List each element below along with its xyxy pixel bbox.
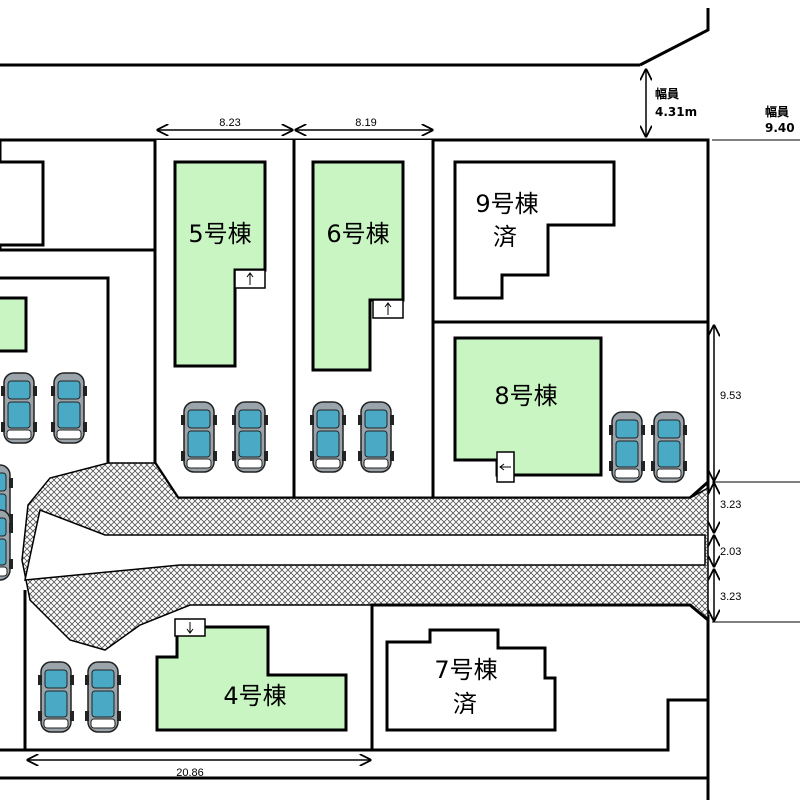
house-9 <box>453 160 616 300</box>
dimension-lines <box>28 70 800 760</box>
lot6-width-label: 8.19 <box>355 117 376 129</box>
house-6 <box>311 160 405 372</box>
car-icon <box>608 411 646 483</box>
road-2-title: 幅員 <box>765 104 789 119</box>
car-icon <box>0 372 38 444</box>
building-9-sold-label: 済 <box>493 223 517 251</box>
entrance-5-icon <box>234 269 266 289</box>
car-icon <box>309 401 347 473</box>
road-median-label: 2.03 <box>720 546 741 558</box>
entrance-6-icon <box>372 299 404 319</box>
car-icon <box>37 661 75 733</box>
left-lots <box>0 140 155 463</box>
building-8-label: 8号棟 <box>494 382 557 410</box>
building-6-label: 6号棟 <box>326 220 389 248</box>
entrance-4-icon <box>174 618 206 637</box>
road-1-title: 幅員 <box>655 86 679 101</box>
lot5-width-label: 8.23 <box>219 117 240 129</box>
house-4 <box>155 625 348 732</box>
building-4-label: 4号棟 <box>223 682 286 710</box>
road-median <box>24 508 706 581</box>
lot8-depth-label: 9.53 <box>720 390 741 402</box>
car-icon <box>357 401 395 473</box>
house-7 <box>385 628 557 732</box>
building-9-label: 9号棟 <box>475 190 538 218</box>
top-road <box>0 8 710 142</box>
road-1-width: 4.31m <box>655 105 697 119</box>
building-7-sold-label: 済 <box>453 690 477 718</box>
road-2-width: 9.40 <box>765 121 795 135</box>
road-sidewalk-top-label: 3.23 <box>720 499 741 511</box>
car-icon <box>50 372 88 444</box>
car-icon <box>231 401 269 473</box>
car-icon <box>650 411 688 483</box>
car-icon <box>84 661 122 733</box>
building-5-label: 5号棟 <box>188 220 251 248</box>
building-7-label: 7号棟 <box>434 656 497 684</box>
road-sidewalk-bottom-label: 3.23 <box>720 591 741 603</box>
car-icon <box>180 401 218 473</box>
lot4-width-label: 20.86 <box>176 767 204 779</box>
entrance-8-icon <box>496 451 515 483</box>
